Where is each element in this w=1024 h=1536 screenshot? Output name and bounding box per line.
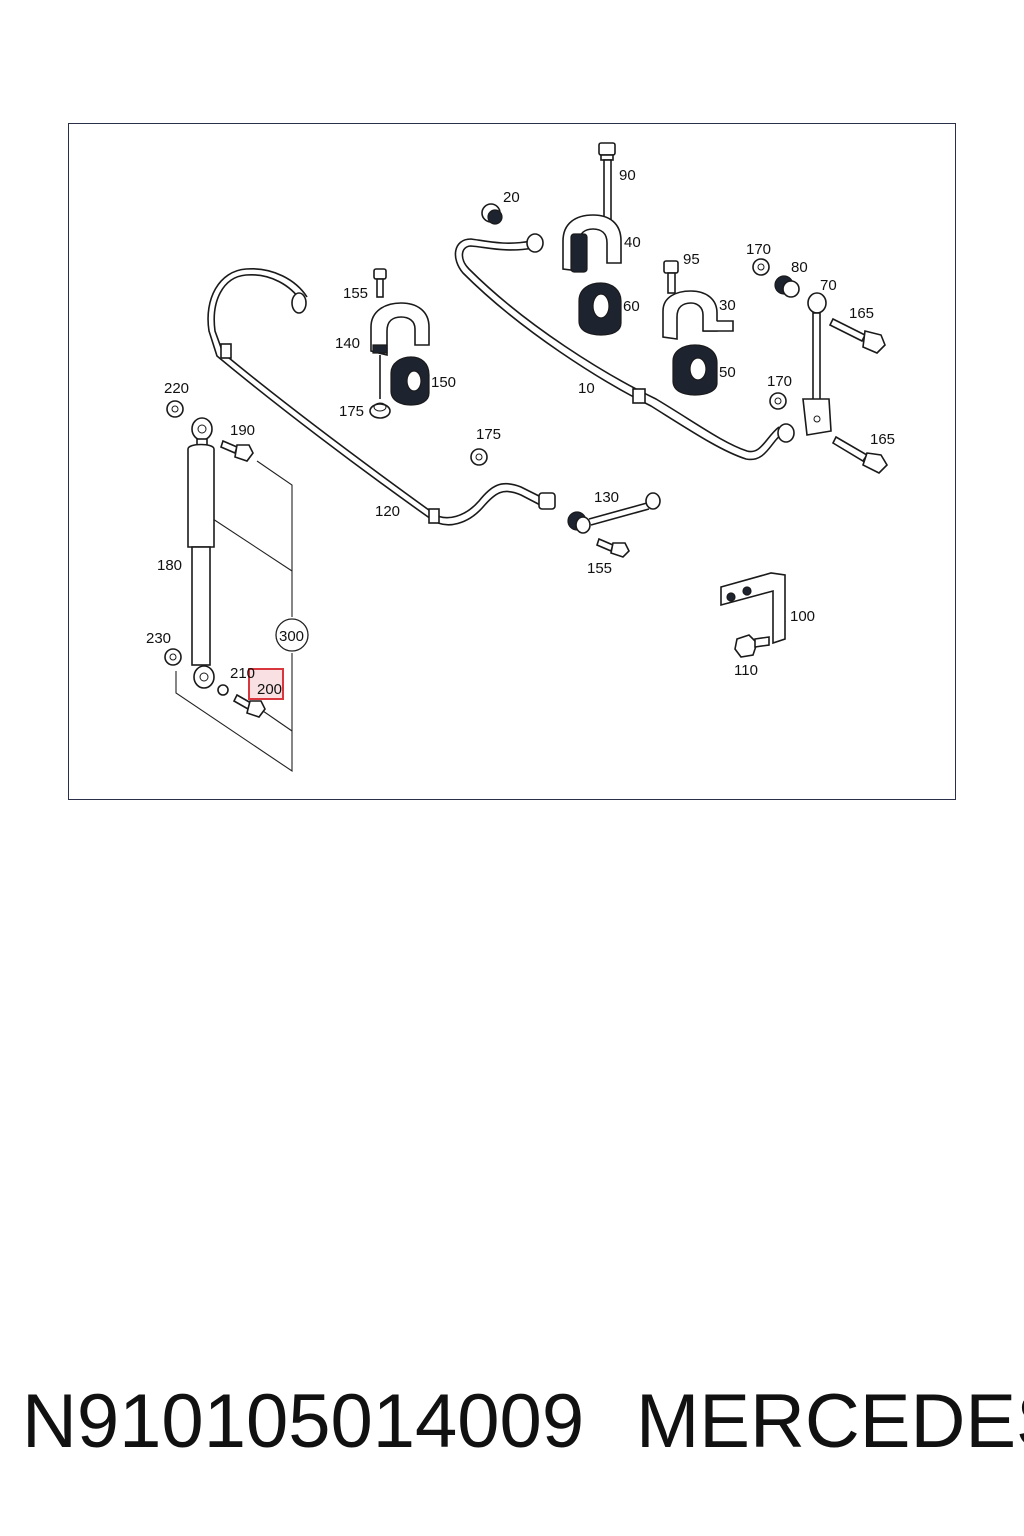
callout-140: 140 [335, 335, 360, 352]
parts-diagram: 90 20 40 95 170 80 70 155 60 30 165 140 … [146, 142, 895, 773]
callout-170-lower: 170 [767, 373, 792, 390]
callout-110: 110 [734, 662, 758, 679]
callout-210: 210 [230, 665, 255, 682]
part-number: N910105014009 [22, 1379, 585, 1464]
callout-100: 100 [790, 608, 815, 625]
callout-165-lower: 165 [870, 431, 895, 448]
link-70 [802, 292, 832, 436]
nut-175-lower [470, 448, 488, 466]
bolt-165-upper [828, 317, 886, 354]
callout-165-upper: 165 [849, 305, 874, 322]
bolt-110 [734, 634, 770, 658]
brand-name: MERCEDES [636, 1379, 1024, 1464]
bolt-95 [663, 260, 679, 294]
bushing-80 [774, 275, 800, 298]
washer-170-lower [769, 392, 787, 410]
callout-50: 50 [719, 364, 736, 381]
bracket-30 [662, 290, 734, 340]
callout-120: 120 [375, 503, 400, 520]
callout-30: 30 [719, 297, 736, 314]
nut-175-upper [369, 402, 391, 419]
bolt-90 [598, 142, 616, 223]
link-130 [567, 492, 661, 534]
bolt-155-upper [373, 268, 387, 298]
bracket-40 [562, 214, 622, 273]
callout-170-upper: 170 [746, 241, 771, 258]
callout-90: 90 [619, 167, 636, 184]
callout-60: 60 [623, 298, 640, 315]
bolt-190 [220, 439, 254, 462]
bushing-150 [390, 356, 430, 406]
callout-230: 230 [146, 630, 171, 647]
washer-230 [164, 648, 182, 666]
callout-175-upper: 175 [339, 403, 364, 420]
highlight-box-200 [248, 668, 284, 700]
callout-10: 10 [578, 380, 595, 397]
stabilizer-bar-10 [454, 233, 795, 461]
callout-220: 220 [164, 380, 189, 397]
caption: N910105014009 MERCEDES [0, 1378, 1024, 1478]
stabilizer-bar-120 [207, 268, 556, 526]
callout-70: 70 [820, 277, 837, 294]
callout-190: 190 [230, 422, 255, 439]
callout-95: 95 [683, 251, 700, 268]
callout-300: 300 [279, 628, 304, 645]
callout-155-lower: 155 [587, 560, 612, 577]
callout-180: 180 [157, 557, 182, 574]
washer-20 [481, 203, 503, 225]
washer-210 [217, 684, 229, 696]
callout-80: 80 [791, 259, 808, 276]
callout-150: 150 [431, 374, 456, 391]
callout-155-upper: 155 [343, 285, 368, 302]
bolt-200 [232, 693, 266, 718]
parts-diagram-frame: 90 20 40 95 170 80 70 155 60 30 165 140 … [68, 123, 956, 800]
callout-circle-300 [275, 618, 309, 652]
bracket-140 [370, 302, 430, 399]
bracket-100 [720, 572, 786, 645]
callout-20: 20 [503, 189, 520, 206]
washer-220 [166, 400, 184, 418]
shock-absorber-180 [187, 417, 215, 689]
bolt-155-lower [596, 537, 630, 558]
bolt-165-lower [831, 435, 889, 474]
callout-200: 200 [257, 681, 282, 698]
bushing-60 [578, 282, 622, 336]
bushing-50 [672, 344, 718, 396]
callout-175-lower: 175 [476, 426, 501, 443]
callout-130: 130 [594, 489, 619, 506]
callout-40: 40 [624, 234, 641, 251]
washer-170-upper [752, 258, 770, 276]
leader-group-300 [175, 460, 293, 773]
